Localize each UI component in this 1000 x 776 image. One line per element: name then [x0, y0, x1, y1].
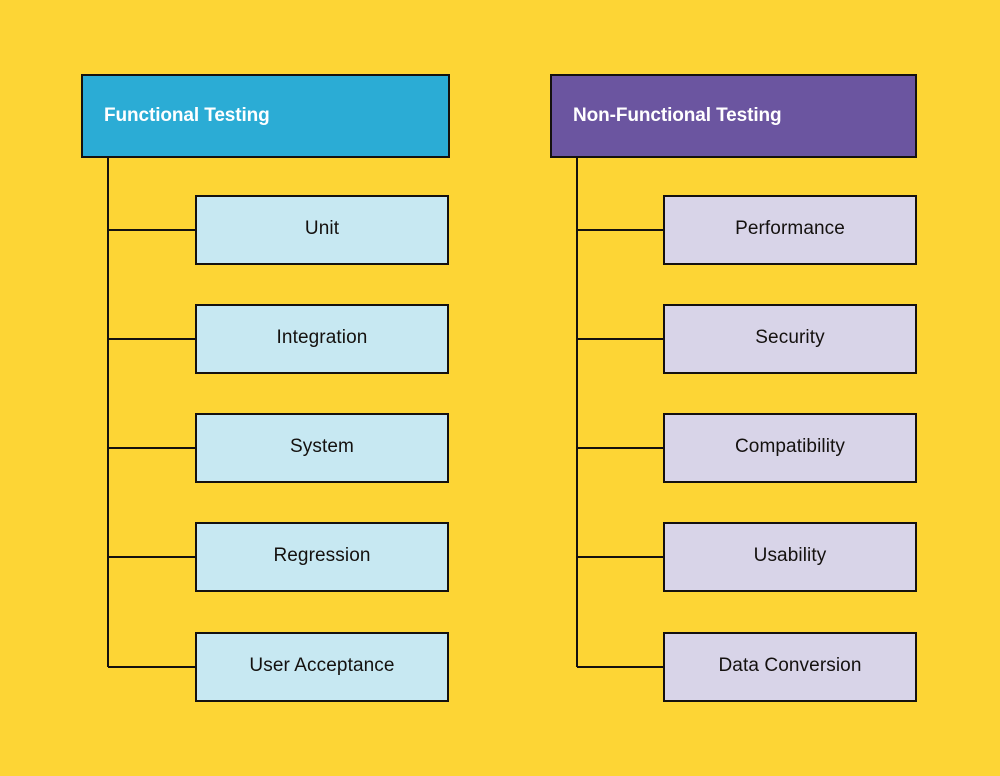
node-label: Non-Functional Testing: [573, 104, 782, 126]
node-user-acceptance[interactable]: User Acceptance: [195, 632, 449, 702]
node-usability[interactable]: Usability: [663, 522, 917, 592]
node-system[interactable]: System: [195, 413, 449, 483]
node-functional-testing[interactable]: Functional Testing: [81, 74, 450, 158]
node-compatibility[interactable]: Compatibility: [663, 413, 917, 483]
node-label: Integration: [276, 326, 368, 348]
node-label: Compatibility: [734, 435, 846, 457]
node-label: Functional Testing: [104, 104, 270, 126]
node-label: Usability: [753, 544, 827, 566]
node-label: Regression: [273, 544, 371, 566]
node-performance[interactable]: Performance: [663, 195, 917, 265]
node-regression[interactable]: Regression: [195, 522, 449, 592]
node-label: User Acceptance: [249, 654, 395, 676]
node-label: System: [290, 435, 354, 457]
node-label: Security: [755, 326, 825, 348]
node-non-functional-testing[interactable]: Non-Functional Testing: [550, 74, 917, 158]
node-label: Data Conversion: [718, 654, 862, 676]
node-integration[interactable]: Integration: [195, 304, 449, 374]
node-unit[interactable]: Unit: [195, 195, 449, 265]
node-label: Performance: [735, 217, 845, 239]
node-label: Unit: [304, 217, 340, 239]
node-data-conversion[interactable]: Data Conversion: [663, 632, 917, 702]
node-security[interactable]: Security: [663, 304, 917, 374]
